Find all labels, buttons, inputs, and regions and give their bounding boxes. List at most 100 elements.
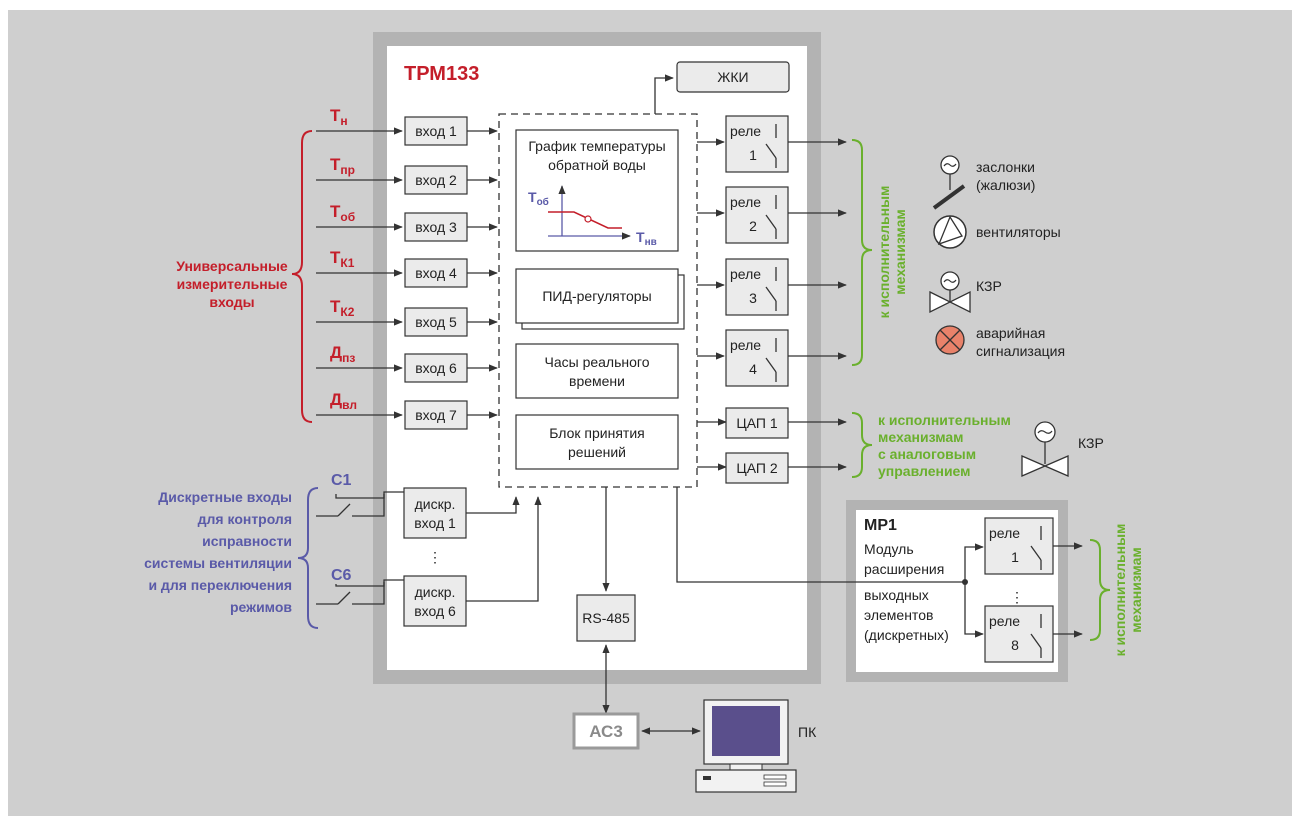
input-5-label: вход 5: [415, 314, 457, 330]
input-7-box: [404, 400, 468, 430]
mp1-to-relay1: [964, 543, 984, 582]
discrete-label-line6: режимов: [230, 599, 292, 615]
rs485-box: [576, 594, 636, 642]
universal-inputs-line2: измерительные: [177, 276, 288, 292]
acz-label: АС3: [589, 722, 623, 741]
relay-4-contact-switch: [765, 357, 777, 373]
discrete-input-1-line2: вход 1: [414, 515, 456, 531]
input-3-label: вход 3: [415, 219, 457, 235]
mp1-desc-line4: элементов: [864, 607, 933, 623]
alarm-line1: аварийная: [976, 325, 1045, 341]
discrete-inputs-label: Дискретные входы для контроля исправност…: [144, 489, 292, 615]
relay-3-word: реле: [730, 266, 761, 282]
mp1-relay-8-word: реле: [989, 613, 1020, 629]
mp1-relay-1-word: реле: [989, 525, 1020, 541]
discrete-input-6-box: [403, 575, 467, 627]
relay-2-word: реле: [730, 194, 761, 210]
mp1-desc-line1: Модуль: [864, 541, 914, 557]
rs485-label: RS-485: [582, 610, 630, 626]
pid-block: [515, 268, 679, 324]
discrete-1-to-processing: [466, 496, 520, 514]
mp1-to-relay8: [964, 582, 984, 638]
kzr2-label: КЗР: [1078, 435, 1104, 451]
device-title: ТРМ133: [404, 63, 479, 85]
dac1-box: [725, 407, 789, 439]
discrete-label-line4: системы вентиляции: [144, 555, 292, 571]
decision-line1: Блок принятия: [549, 425, 644, 441]
lcd-label: ЖКИ: [717, 69, 748, 85]
input-1-label: вход 1: [415, 123, 457, 139]
relay-2-contact-switch: [765, 214, 777, 230]
fan-symbol: [933, 215, 967, 249]
c6-wire-right: [352, 579, 404, 605]
kzr-valve-symbol: [929, 271, 971, 314]
universal-inputs-line3: входы: [209, 294, 254, 310]
acz-box: [572, 712, 640, 750]
graph-block: [515, 129, 679, 252]
input-2-label: вход 2: [415, 172, 457, 188]
mp1-title: МР1: [864, 517, 897, 534]
mp1-relay-1-box: [984, 517, 1054, 575]
c1-wire-right: [352, 491, 404, 517]
graph-title-line1: График температуры: [528, 138, 665, 154]
actuators-line2: механизмам: [892, 209, 908, 295]
dac2-label: ЦАП 2: [736, 460, 777, 476]
relay-4-word: реле: [730, 337, 761, 353]
mp1-relay-8-contact-switch: [1030, 633, 1042, 649]
relay-1-number: 1: [749, 147, 757, 163]
graph-x-label: Тнв: [636, 229, 657, 248]
decision-line2: решений: [568, 444, 626, 460]
mp1-relay-8-number: 8: [1011, 637, 1019, 653]
input-4-box: [404, 258, 468, 288]
input-4-label: вход 4: [415, 265, 457, 281]
discrete-label-line2: для контроля: [198, 511, 292, 527]
analog-actuators-brace: [851, 412, 873, 478]
dac2-box: [725, 452, 789, 484]
input-3-sensor-label: Тоб: [330, 202, 355, 224]
discrete-contact-1: С1: [331, 472, 352, 489]
relay-4-box: [725, 329, 789, 387]
discrete-input-6-line1: дискр.: [415, 584, 456, 600]
analog-actuators-line3: с аналоговым: [878, 446, 976, 462]
mp1-actuators-line2: механизмам: [1128, 547, 1144, 633]
mp1-actuators-brace: [1089, 539, 1111, 641]
relay-2-box: [725, 186, 789, 244]
relay-3-contact-switch: [765, 286, 777, 302]
pc-icon: [695, 699, 797, 793]
relay-1-contact-switch: [765, 143, 777, 159]
alarm-line2: сигнализация: [976, 343, 1065, 359]
kzr2-valve-symbol: [1021, 421, 1069, 477]
processing-to-mp1: [676, 487, 965, 583]
dac1-label: ЦАП 1: [736, 415, 777, 431]
mp1-actuators-line1: к исполнительным: [1112, 524, 1128, 657]
graph-title-line2: обратной воды: [548, 157, 646, 173]
mp1-ellipsis: ⋮: [1010, 589, 1024, 605]
discrete-label-line1: Дискретные входы: [158, 489, 292, 505]
dampers-symbol: [932, 155, 966, 210]
relay-2-number: 2: [749, 218, 757, 234]
dampers-line2: (жалюзи): [976, 177, 1035, 193]
discrete-input-6-line2: вход 6: [414, 603, 456, 619]
discrete-inputs-brace: [297, 487, 319, 629]
clock-line2: времени: [569, 373, 625, 389]
lcd-box: [676, 61, 790, 93]
decision-block: [515, 414, 679, 470]
c1-contact: [337, 503, 351, 517]
pc-label: ПК: [798, 724, 817, 740]
mp1-relay-1-number: 1: [1011, 549, 1019, 565]
input-7-sensor-label: Двл: [330, 390, 357, 412]
relay-3-number: 3: [749, 290, 757, 306]
mp1-relays: реле 1 реле 8: [984, 517, 1083, 663]
actuators-line1: к исполнительным: [876, 186, 892, 319]
input-5-sensor-label: ТК2: [330, 297, 355, 319]
graph-point: [584, 215, 592, 223]
universal-inputs-brace: [291, 130, 313, 423]
discrete-contact-6: С6: [331, 567, 352, 584]
dampers-line1: заслонки: [976, 159, 1035, 175]
relay-1-word: реле: [730, 123, 761, 139]
c6-contact: [337, 591, 351, 605]
